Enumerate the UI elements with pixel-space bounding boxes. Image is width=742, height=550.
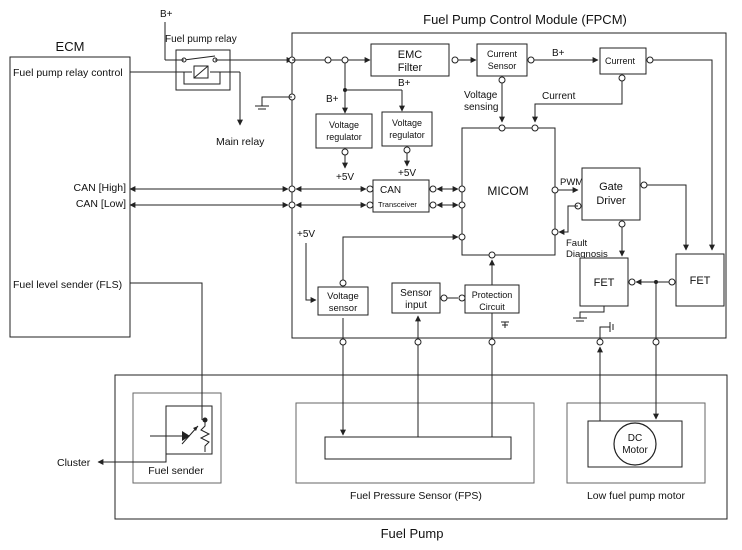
cluster-label: Cluster (57, 457, 91, 469)
dc-motor-icon (613, 422, 657, 466)
plus5v-left: +5V (297, 229, 315, 240)
voltage-sensor-label-1: Voltage (327, 291, 359, 302)
ecm-block (9, 56, 131, 338)
sensor-input-label-1: Sensor (400, 288, 432, 299)
protection-circuit-label-2: Circuit (479, 302, 505, 312)
protection-circuit-box (464, 284, 520, 314)
fet-1-label: FET (594, 277, 615, 289)
b-plus-label-2: B+ (552, 48, 565, 59)
voltage-sensor-label-2: sensor (329, 303, 358, 314)
reg2-b-plus: B+ (398, 78, 411, 89)
fet-2-box (675, 253, 725, 307)
voltage-regulator-2-box (381, 111, 433, 147)
fuel-pump-relay-control-label: Fuel pump relay control (13, 67, 123, 79)
fault-label-1: Fault (566, 238, 587, 249)
can-transceiver-label-1: CAN (380, 185, 401, 196)
emc-filter-label-1: EMC (398, 49, 423, 61)
can-low-label: CAN [Low] (76, 198, 126, 210)
gate-driver-box (581, 167, 641, 221)
low-fuel-pump-motor-label: Low fuel pump motor (587, 490, 686, 502)
fls-label: Fuel level sender (FLS) (13, 279, 122, 291)
current-sensor-label-2: Sensor (488, 61, 517, 71)
current-box-label: Current (605, 56, 636, 66)
relay-b-plus-label: B+ (160, 9, 173, 20)
fet-1-box (579, 257, 629, 307)
fuel-pump-title: Fuel Pump (381, 526, 444, 541)
fuel-sender-label: Fuel sender (148, 465, 204, 477)
fuel-pump-relay-label: Fuel pump relay (165, 34, 237, 45)
fps-inner-box (324, 436, 512, 460)
protection-circuit-label-1: Protection (472, 290, 513, 300)
emc-filter-label-2: Filter (398, 62, 423, 74)
can-transceiver-box (372, 179, 430, 213)
can-transceiver-label-2: Transceiver (378, 200, 417, 209)
voltage-regulator-2-label-2: regulator (389, 130, 425, 140)
gate-driver-label-2: Driver (596, 195, 626, 207)
reg2-5v: +5V (398, 168, 416, 179)
ecm-title: ECM (56, 39, 85, 54)
fps-label: Fuel Pressure Sensor (FPS) (350, 490, 482, 502)
current-sensor-box (476, 43, 528, 77)
current-label: Current (542, 91, 576, 102)
fault-label-2: Diagnosis (566, 249, 608, 260)
emc-filter-box (370, 43, 450, 77)
reg1-5v: +5V (336, 172, 354, 183)
voltage-sensing-label-1: Voltage (464, 90, 498, 101)
fpcm-title: Fuel Pump Control Module (FPCM) (423, 12, 627, 27)
sensor-input-box (391, 282, 441, 314)
voltage-regulator-1-label-2: regulator (326, 132, 362, 142)
micom-box (461, 127, 556, 256)
fuel-sender-inner-box (165, 405, 213, 455)
dc-motor-label-2: Motor (622, 445, 648, 456)
current-box (599, 47, 647, 75)
dc-motor-label-1: DC (628, 433, 642, 444)
gate-driver-label-1: Gate (599, 181, 623, 193)
micom-label: MICOM (487, 184, 528, 198)
sensor-input-label-2: input (405, 300, 427, 311)
voltage-regulator-2-label-1: Voltage (392, 118, 422, 128)
reg1-b-plus: B+ (326, 94, 339, 105)
can-high-label: CAN [High] (73, 182, 126, 194)
voltage-regulator-1-box (315, 113, 373, 149)
fuel-sender-potentiometer-icon (150, 417, 211, 452)
voltage-sensing-label-2: sensing (464, 102, 498, 113)
voltage-sensor-box (317, 286, 369, 316)
relay-coil-icon (181, 55, 221, 85)
main-relay-label: Main relay (216, 136, 265, 148)
fet-2-label: FET (690, 275, 711, 287)
current-sensor-label-1: Current (487, 49, 518, 59)
pwm-label: PWM (560, 177, 583, 188)
voltage-regulator-1-label-1: Voltage (329, 120, 359, 130)
